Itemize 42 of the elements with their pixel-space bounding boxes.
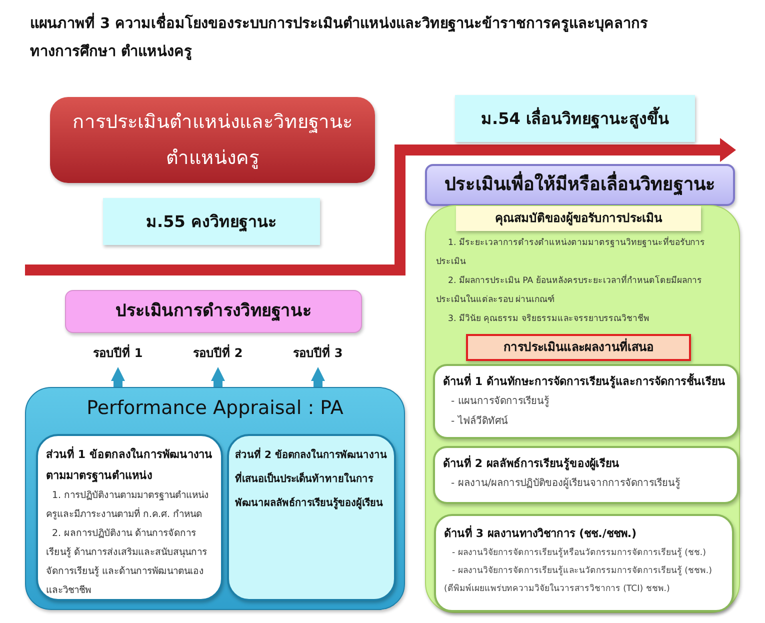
title-box xyxy=(50,97,375,183)
round-label: รอบปีที่ 1 xyxy=(78,343,158,363)
body-text: ส่วนที่ 2 ข้อตกลงในการพัฒนางานที่เสนอเป็นประเด็นท้าทายในการพัฒนาผลลัพธ์การเรียนรู้ของผู้เรียน xyxy=(235,444,388,516)
body-text: - แผนการจัดการเรียนรู้ xyxy=(450,394,550,409)
process-box xyxy=(65,290,362,333)
criteria-box xyxy=(433,446,739,504)
heading-band xyxy=(456,206,701,231)
body-text: - ผลงาน/ผลการปฏิบัติของผู้เรียนจากการจัดการเรียนรู้ xyxy=(450,476,682,491)
body-text: ม.54 เลื่อนวิทยฐานะสูงขึ้น xyxy=(455,95,695,142)
body-text: - ผลงานวิจัยการจัดการเรียนรู้และนวัตกรรมการจัดการเรียนรู้ (ชชพ.) (ตีพิมพ์เผยแพร่บทความวิจัยในวารสารวิชาการ (TCI) ชชพ.) xyxy=(444,564,714,596)
body-text: การประเมินและผลงานที่เสนอ xyxy=(502,337,654,356)
heading-text: 1. มีระยะเวลาการดำรงตำแหน่งตามมาตรฐานวิทยฐานะที่ขอรับการประเมิน xyxy=(436,235,706,269)
heading-text: ส่วนที่ 1 ข้อตกลงในการพัฒนางานตามมาตรฐานตำแหน่ง xyxy=(46,445,213,484)
diagram-title: แผนภาพที่ 3 ความเชื่อมโยงของระบบการประเมินตำแหน่งและวิทยฐานะข้าราชการครูและบุคลากรทางการศึกษา ตำแหน่งครู xyxy=(30,10,680,66)
section-box xyxy=(36,434,223,601)
heading-text: ด้านที่ 2 ผลลัพธ์การเรียนรู้ของผู้เรียน xyxy=(443,454,620,472)
body-text: 2. มีผลการประเมิน PA ย้อนหลังครบระยะเวลาที่กำหนดโดยมีผลการประเมินในแต่ละรอบ ผ่านเกณฑ์ xyxy=(436,273,703,307)
heading-text: ด้านที่ 3 ผลงานทางวิชาการ (ชช./ชชพ.) xyxy=(444,524,638,542)
arrow xyxy=(311,367,325,387)
heading-text: Performance Appraisal : PA xyxy=(86,396,344,421)
body-text: การประเมินตำแหน่งและวิทยฐานะ ตำแหน่งครู xyxy=(72,110,354,171)
group-box xyxy=(25,387,405,610)
arrow xyxy=(211,367,225,387)
heading-text: ด้านที่ 1 ด้านทักษะการจัดการเรียนรู้และการจัดการชั้นเรียน xyxy=(443,372,726,390)
round-label: รอบปีที่ 2 xyxy=(178,343,258,363)
section-box xyxy=(227,434,396,601)
body-text: - ผลงานวิจัยการจัดการเรียนรู้หรือนวัตกรรมการจัดการเรียนรู้ (ชช.) xyxy=(451,546,708,560)
heading-box xyxy=(466,334,691,361)
body-text: 1. การปฏิบัติงานตามมาตรฐานตำแหน่งครูและมีภาระงานตามที่ ก.ค.ศ. กำหนด xyxy=(46,489,210,522)
body-text: ประเมินเพื่อให้มีหรือเลื่อนวิทยฐานะ xyxy=(427,166,733,204)
criteria-panel xyxy=(425,205,740,613)
criteria-box xyxy=(434,514,734,612)
body-text: ม.55 คงวิทยฐานะ xyxy=(145,211,278,234)
criteria-box xyxy=(433,364,739,439)
label-box xyxy=(103,198,320,245)
body-text: 3. มีวินัย คุณธรรม จริยธรรมและจรรยาบรรณวิชาชีพ xyxy=(447,312,650,326)
body-text: - ไฟล์วีดิทัศน์ xyxy=(450,414,509,429)
round-label: รอบปีที่ 3 xyxy=(278,343,358,363)
body-text: คุณสมบัติของผู้ขอรับการประเมิน xyxy=(494,210,664,228)
body-text: 2. ผลการปฏิบัติงาน ด้านการจัดการเรียนรู้ ด้านการส่งเสริมและสนับสนุนการจัดการเรียนรู้ และด้านการพัฒนาตนเองและวิชาชีพ xyxy=(46,527,208,598)
arrow xyxy=(111,367,125,387)
body-text: ประเมินการดำรงวิทยฐานะ xyxy=(114,300,312,324)
